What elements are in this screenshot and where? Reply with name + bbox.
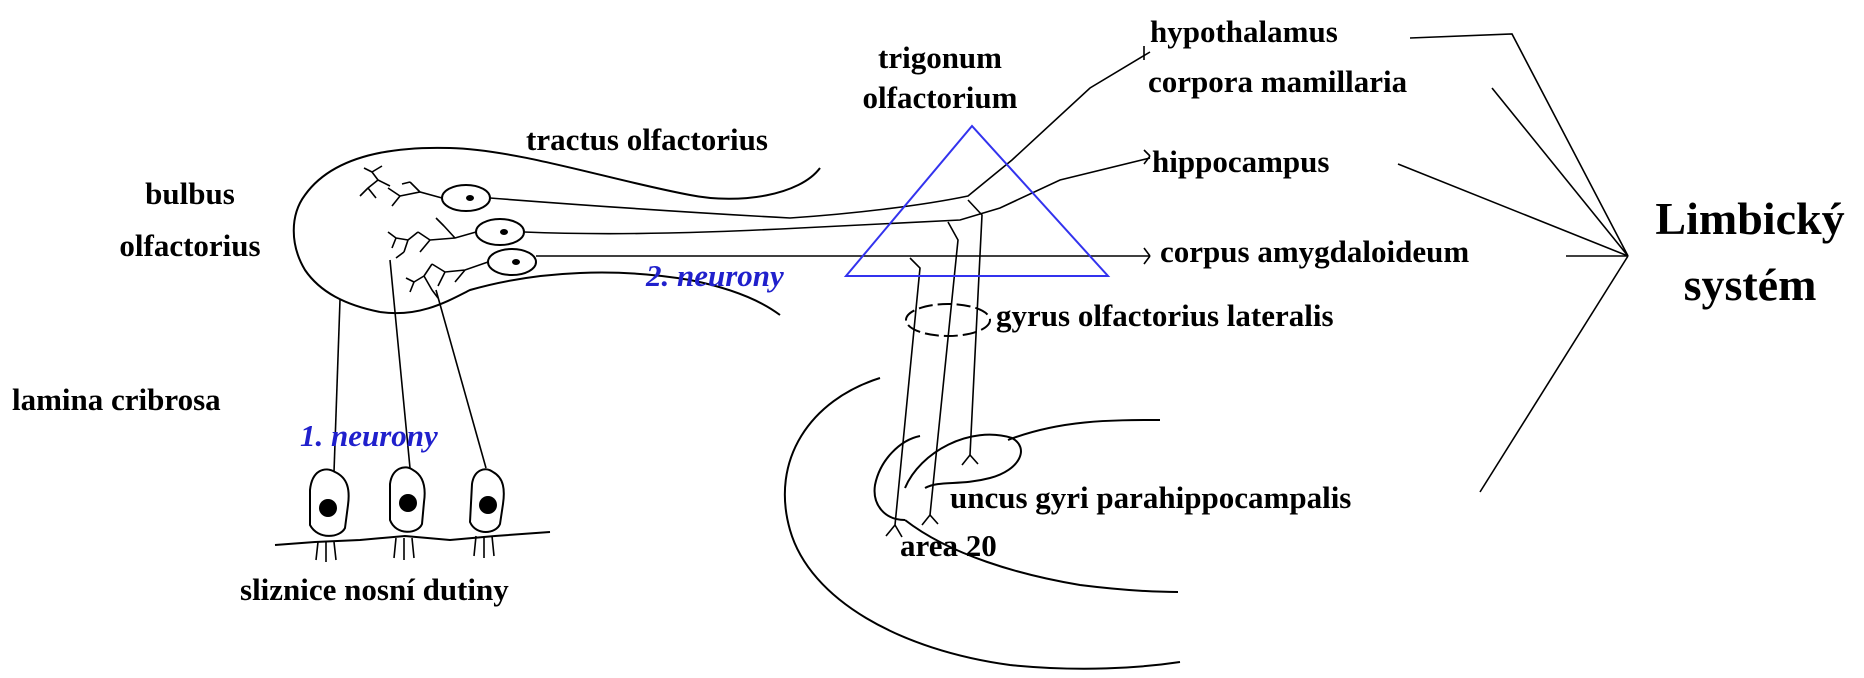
label-tractus-olfactorius: tractus olfactorius [526,122,768,157]
label-neurony-1: 1. neurony [300,418,438,453]
label-trigonum-line1: trigonum [878,40,1002,75]
link-uncus [1480,256,1628,492]
label-trigonum-line2: olfactorium [863,80,1018,115]
label-bulbus-line1: bulbus [145,176,235,211]
axon-tract-2 [524,158,1150,234]
link-mamillaria [1492,88,1628,256]
label-neurony-2: 2. neurony [645,258,784,293]
parahippocampal-curve [1008,420,1160,440]
label-sliznice: sliznice nosní dutiny [240,572,509,607]
label-lamina-cribrosa: lamina cribrosa [12,382,221,417]
receptor-cell-3 [436,290,504,558]
terminal-hippo [1144,150,1150,164]
label-corpus-amygdaloideum: corpus amygdaloideum [1160,234,1469,269]
link-hypothalamus [1410,34,1628,256]
mitral-cell-3 [432,249,536,286]
glomerulus-1 [360,166,390,198]
label-gyrus-olfactorius-lateralis: gyrus olfactorius lateralis [996,298,1334,333]
label-hippocampus: hippocampus [1152,144,1329,179]
glomerulus-2 [388,232,418,258]
axon-to-uncus-2 [930,222,958,515]
axon-to-uncus-3 [968,200,982,455]
trigonum-triangle [846,126,1108,276]
label-bulbus-line2: olfactorius [119,228,260,263]
mitral-cell-2 [418,218,524,252]
label-area-20: area 20 [900,528,997,563]
terminal-3 [962,455,978,465]
label-corpora-mamillaria: corpora mamillaria [1148,64,1408,99]
glomerulus-3 [406,264,438,298]
label-limbicky: Limbický [1655,193,1844,244]
label-hypothalamus: hypothalamus [1150,14,1338,49]
receptor-cell-2 [390,260,425,560]
terminal-2 [922,515,938,525]
axon-to-uncus-1 [895,258,920,525]
temporal-lobe-curve [785,378,1180,669]
mitral-cell-1 [388,182,490,211]
label-system: systém [1684,259,1817,310]
label-uncus-gyri-parahippocampalis: uncus gyri parahippocampalis [950,480,1351,515]
